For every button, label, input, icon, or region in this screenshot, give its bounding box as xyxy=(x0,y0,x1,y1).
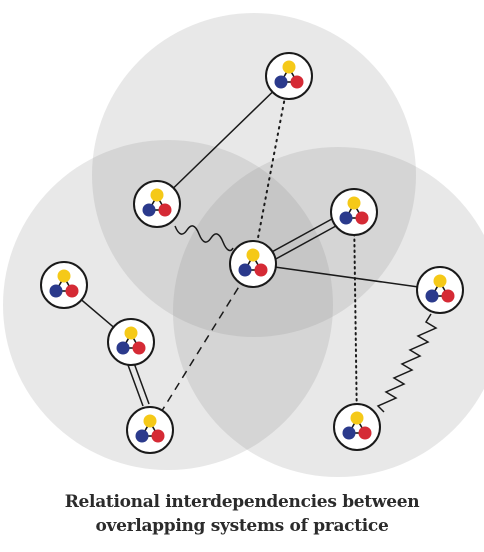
link-double-b xyxy=(262,220,346,267)
triad-node-icon xyxy=(133,180,181,228)
diagram-caption: Relational interdependencies between ove… xyxy=(0,490,484,538)
links xyxy=(63,75,441,431)
triad-node-icon xyxy=(416,266,464,314)
triad-node-icon xyxy=(330,188,378,236)
link-dotted xyxy=(252,75,290,265)
link-zigzag xyxy=(376,313,438,413)
system-circle-top xyxy=(92,13,416,337)
triad-node-icon xyxy=(333,403,381,451)
link-solid xyxy=(156,75,290,205)
triad-node-icon xyxy=(229,240,277,288)
triad-node-icon xyxy=(126,406,174,454)
systems-diagram xyxy=(3,13,484,477)
system-circle-right xyxy=(173,147,484,477)
link-double-a xyxy=(127,364,144,407)
system-circles xyxy=(3,13,484,477)
caption-line-1: Relational interdependencies between xyxy=(64,492,420,512)
link-double-b xyxy=(133,362,150,405)
system-circle-left xyxy=(3,140,333,470)
link-solid xyxy=(252,263,441,291)
link-wavy xyxy=(174,225,234,252)
triad-node-icon xyxy=(40,261,88,309)
triad-node-icon xyxy=(265,52,313,100)
link-dashed xyxy=(149,263,254,431)
caption-line-2: overlapping systems of practice xyxy=(95,516,389,536)
triad-node-icon xyxy=(107,318,155,366)
